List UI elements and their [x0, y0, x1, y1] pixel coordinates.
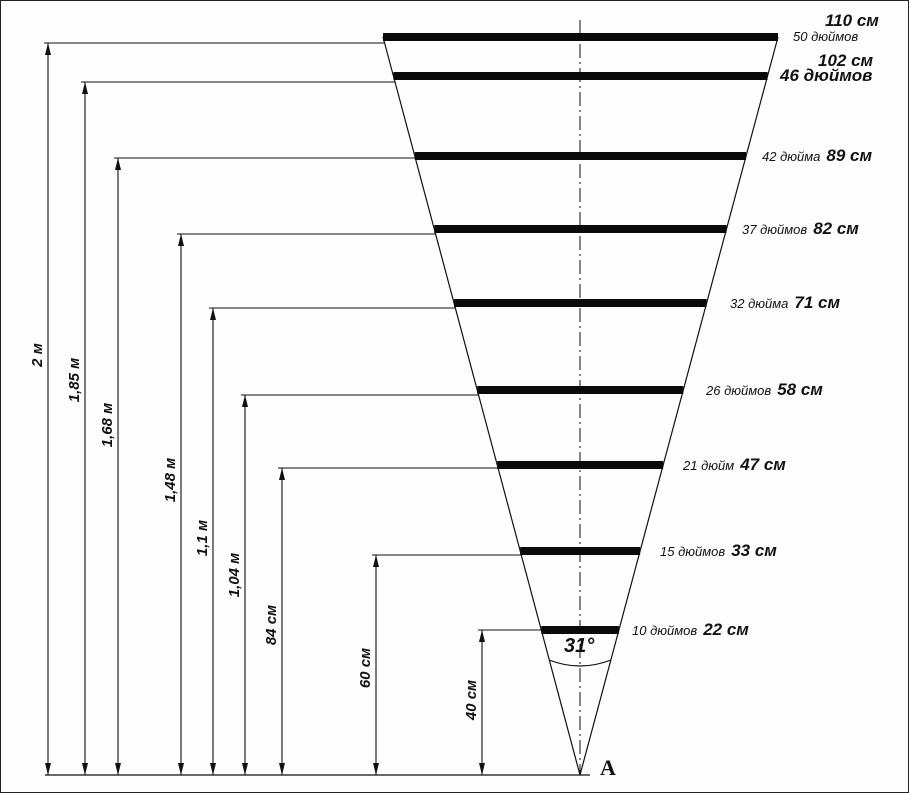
arrow-down-icon — [178, 763, 184, 775]
screen-bar — [434, 225, 727, 233]
arrow-down-icon — [479, 763, 485, 775]
arrow-down-icon — [373, 763, 379, 775]
screen-bar — [383, 33, 778, 41]
screen-size-row: 1,04 м 26 дюймов 58 см — [226, 380, 823, 775]
arrow-up-icon — [210, 308, 216, 320]
screen-size-row: 1,1 м 32 дюйма 71 см — [194, 293, 840, 775]
apex-label: A — [600, 755, 616, 780]
cm-label: 89 см — [826, 146, 872, 165]
cm-label: 22 см — [702, 620, 749, 639]
screen-bar — [454, 299, 707, 307]
inches-label: 32 дюйма — [730, 296, 788, 311]
distance-label: 2 м — [29, 343, 46, 368]
size-label: 15 дюймов 33 см — [660, 541, 777, 560]
arrow-down-icon — [115, 763, 121, 775]
size-label: 21 дюйм 47 см — [682, 455, 786, 474]
inches-label: 37 дюймов — [742, 222, 807, 237]
arrow-up-icon — [373, 555, 379, 567]
distance-label: 1,68 м — [99, 403, 116, 447]
angle-arc — [548, 659, 612, 667]
distance-label: 60 см — [357, 648, 374, 688]
arrow-up-icon — [178, 234, 184, 246]
inches-label: 26 дюймов — [705, 383, 771, 398]
screen-size-row: 1,68 м 42 дюйма 89 см — [99, 146, 872, 775]
inches-label: 10 дюймов — [632, 623, 697, 638]
cm-label: 110 см — [825, 11, 879, 30]
cm-label: 102 см — [818, 51, 874, 70]
cm-label: 71 см — [794, 293, 840, 312]
arrow-up-icon — [279, 468, 285, 480]
cone-right-edge — [579, 36, 779, 776]
screen-size-row: 84 см 21 дюйм 47 см — [263, 455, 786, 775]
cm-label: 58 см — [777, 380, 823, 399]
arrow-up-icon — [82, 82, 88, 94]
angle-label: 31° — [564, 635, 595, 657]
size-label: 10 дюймов 22 см — [632, 620, 749, 639]
inches-label: 46 дюймов — [779, 66, 872, 85]
arrow-down-icon — [82, 763, 88, 775]
size-label: 37 дюймов 82 см — [742, 219, 859, 238]
inches-label: 21 дюйм — [682, 458, 734, 473]
inches-label: 42 дюйма — [762, 149, 820, 164]
arrow-up-icon — [115, 158, 121, 170]
size-label: 32 дюйма 71 см — [730, 293, 840, 312]
cm-label: 82 см — [813, 219, 859, 238]
screen-bar — [393, 72, 768, 80]
distance-label: 84 см — [263, 605, 280, 645]
screen-bar — [520, 547, 641, 555]
arrow-down-icon — [210, 763, 216, 775]
screen-bar — [541, 626, 619, 634]
inches-label: 15 дюймов — [660, 544, 725, 559]
size-label: 42 дюйма 89 см — [762, 146, 872, 165]
distance-label: 1,48 м — [162, 458, 179, 502]
screen-size-row: 40 см 10 дюймов 22 см — [463, 620, 749, 775]
screen-size-row: 60 см 15 дюймов 33 см — [357, 541, 777, 775]
inches-label: 50 дюймов — [793, 29, 858, 44]
arrow-up-icon — [242, 395, 248, 407]
screen-size-row: 1,48 м 37 дюймов 82 см — [162, 219, 859, 775]
distance-label: 1,04 м — [226, 553, 243, 597]
cm-label: 33 см — [731, 541, 777, 560]
size-label: 26 дюймов 58 см — [705, 380, 823, 399]
arrow-down-icon — [279, 763, 285, 775]
screen-bar — [497, 461, 664, 469]
screen-bar — [477, 386, 684, 394]
distance-label: 40 см — [463, 680, 480, 721]
distance-label: 1,1 м — [194, 520, 211, 556]
arrow-up-icon — [479, 630, 485, 642]
distance-label: 1,85 м — [66, 358, 83, 402]
arrow-down-icon — [45, 763, 51, 775]
screen-bar — [414, 152, 747, 160]
cm-label: 47 см — [739, 455, 786, 474]
arrow-up-icon — [45, 43, 51, 55]
arrow-down-icon — [242, 763, 248, 775]
